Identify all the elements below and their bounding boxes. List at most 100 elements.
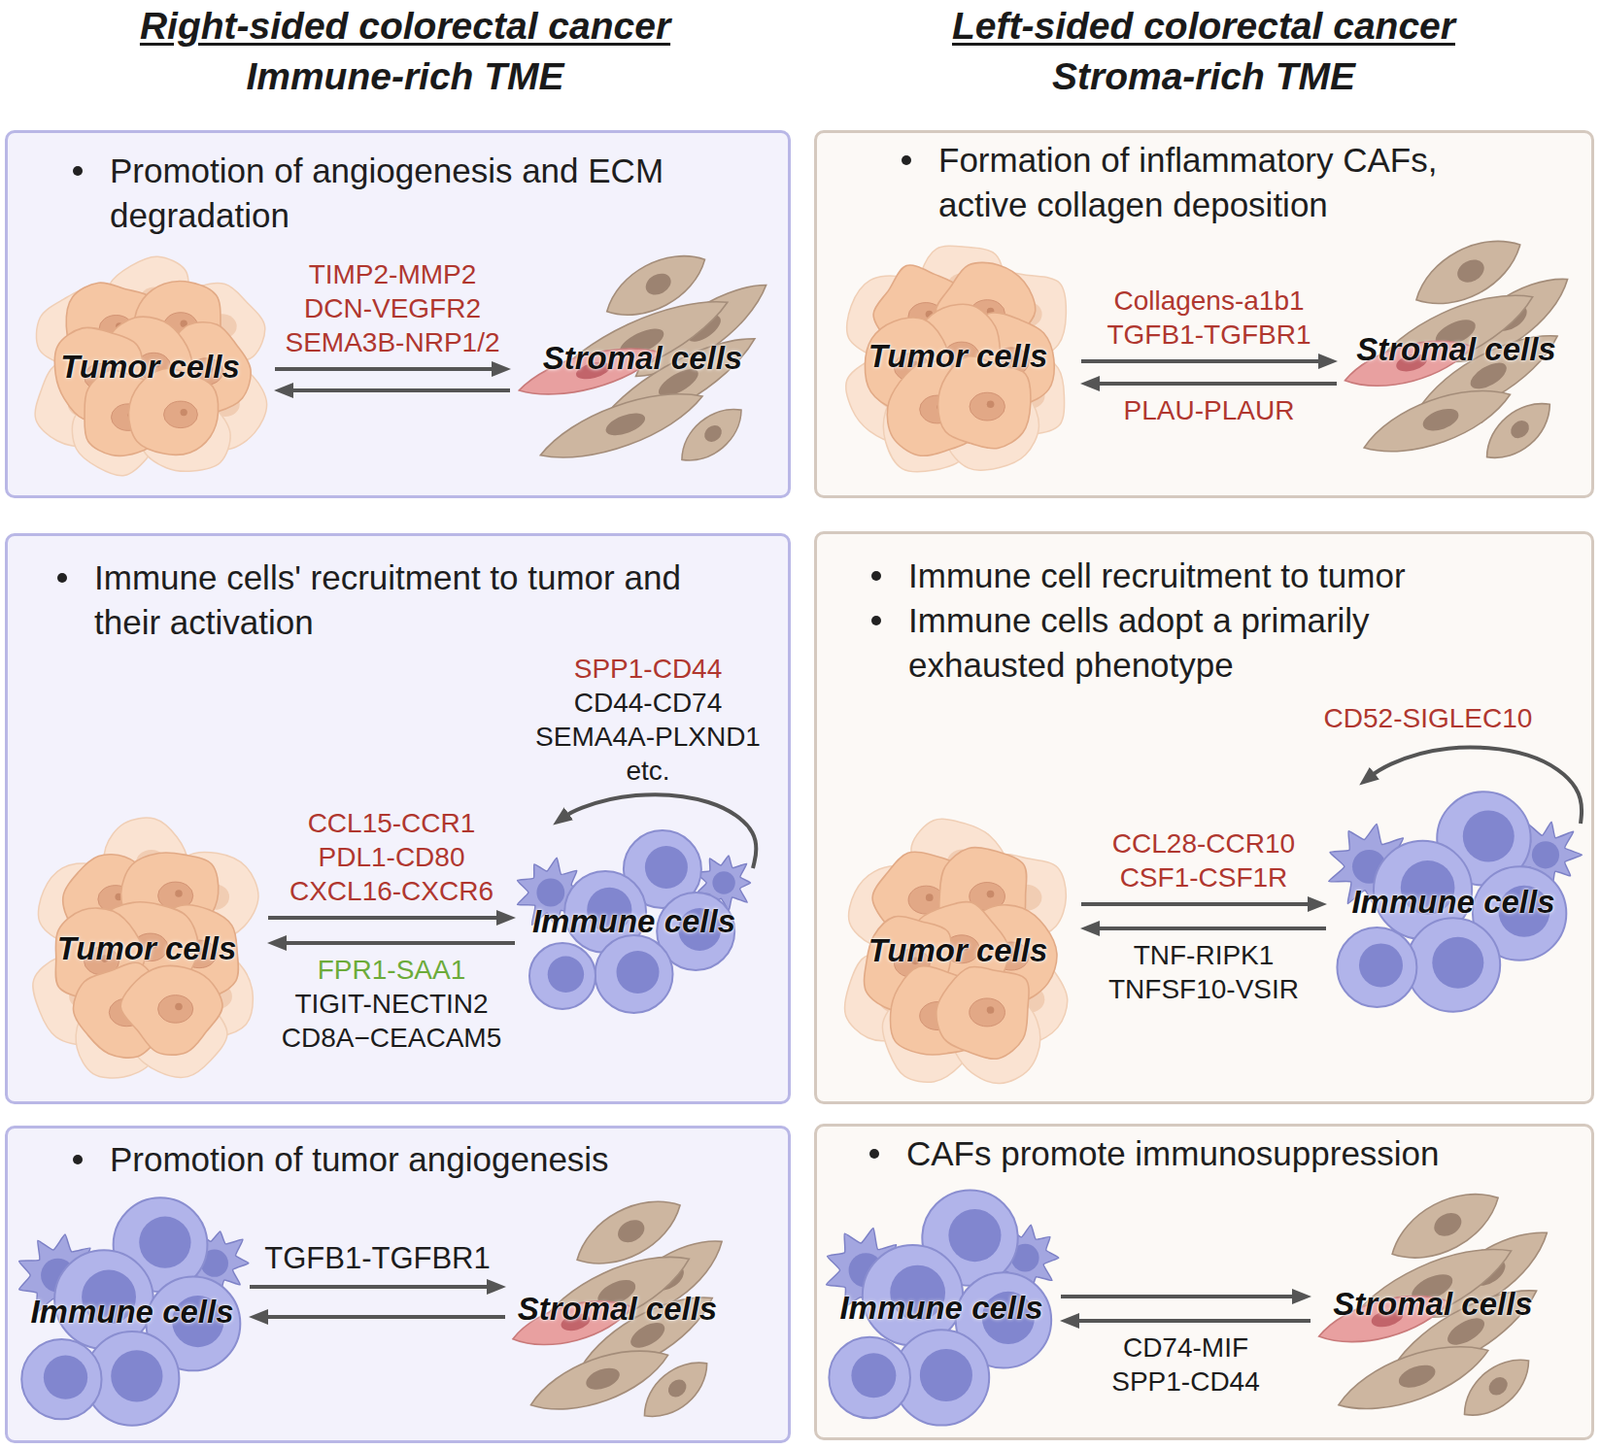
stromal-nucleus [1420,404,1463,436]
cell-art [1328,791,1583,1013]
panel-ground [6,535,790,1104]
bullet-dot [72,166,83,176]
label-line: etc. [535,753,761,788]
stromal-cell [1475,390,1563,472]
cell-art [1340,224,1581,472]
immune-nucleus [645,846,688,889]
immune-nucleus [138,1217,191,1269]
interaction-label: CCL28-CCR10 CSF1-CSF1R [1112,826,1295,895]
heading-group: Promotion of angiogenesis and ECM degrad… [109,148,732,239]
label-line: SEMA3B-NRP1/2 [285,325,501,360]
heading-text: Immune cells' recruitment to tumor and t… [94,555,716,646]
cluster-label: Immune cells [30,1293,234,1331]
immune-nucleus [616,951,660,994]
cluster-label: Stromal cells [1332,1286,1532,1324]
column-header: Stroma-rich TME [1052,55,1356,99]
stromal-nucleus [642,269,676,300]
heading-text: Formation of inflammatory CAFs, active c… [938,137,1483,228]
cell-art [508,1185,735,1430]
heading-text: Promotion of tumor angiogenesis [109,1137,732,1183]
stromal-body [1452,1346,1540,1429]
interaction-label: TNF-RIPK1 TNFSF10-VSIR [1108,938,1299,1007]
column-header: Immune-rich TME [245,55,564,99]
interaction-label: TGFB1-TGFBR1 [264,1240,491,1278]
label-line: SEMA4A-PLXND1 [535,719,761,754]
tumor-nucleolus [174,1003,183,1012]
heading-group: CAFs promote immunosuppression [906,1131,1529,1177]
cell-art [514,239,779,475]
cell-art [844,818,1067,1084]
cell-art [1314,1177,1561,1430]
immune-nucleus [110,1350,163,1402]
label-line: TNFSF10-VSIR [1108,972,1299,1007]
arrow-connector [1367,748,1582,824]
tumor-nucleus [969,998,1006,1027]
immune-nucleus [1431,937,1484,989]
stromal-nucleus [1507,416,1533,443]
bullet-dot [871,615,882,626]
arrow-connector [1070,1319,1311,1324]
cluster-label: Tumor cells [60,348,240,386]
cell-cluster: Stromal cells [505,1190,730,1429]
tumor-nucleolus [180,408,188,416]
cell-cluster: Immune cells [821,1183,1061,1433]
stromal-nucleus [582,1363,622,1395]
label-line: TGFB1-TGFBR1 [1106,317,1311,352]
arrow-connector [1060,1294,1301,1299]
cell-art [516,830,750,1014]
cluster-label: Tumor cells [868,932,1049,970]
panel-ground [816,533,1594,1104]
cell-cluster: Tumor cells [834,234,1082,479]
stromal-cell [1452,1346,1540,1429]
arrow-connector [1081,359,1328,364]
stromal-cell [633,1350,719,1430]
cluster-label: Stromal cells [517,1291,717,1328]
tumor-nucleus [969,392,1005,421]
label-line: CCL15-CCR1 [289,806,494,841]
cluster-label: Stromal cells [543,340,743,377]
tumor-cell [120,965,223,1056]
stromal-body [1475,390,1563,472]
interaction-label: TIMP2-MMP2 DCN-VEGFR2 SEMA3B-NRP1/2 [285,257,501,360]
arrow-connector [1081,902,1317,907]
column-header: Left-sided colorectal cancer [952,4,1456,48]
cell-cluster: Stromal cells [1310,1182,1556,1428]
cell-cluster: Tumor cells [25,249,275,484]
bullet-dot [871,571,882,581]
bullet-dot [901,155,912,166]
cell-cluster: Immune cells [514,824,753,1020]
label-line: CD8A−CEACAM5 [281,1021,502,1056]
immune-cell [21,1339,102,1420]
cell-cluster: Stromal cells [510,244,776,472]
label-line: CD52-SIGLEC10 [1324,701,1533,736]
stromal-body [671,397,753,474]
bullet-dot [869,1149,880,1159]
cell-art [846,245,1067,473]
tumor-nucleus [164,401,199,428]
cell-cluster: Immune cells [1326,784,1581,1020]
cluster-label: Tumor cells [868,338,1049,375]
heading-text: CAFs promote immunosuppression [906,1131,1529,1177]
interaction-label: SPP1-CD44 CD44-CD74 SEMA4A-PLXND1 etc. [535,651,761,788]
cluster-label: Stromal cells [1356,331,1556,369]
stromal-nucleus [664,1376,690,1401]
immune-cell [1336,927,1417,1008]
cluster-label: Immune cells [839,1290,1043,1328]
panel-ground [816,132,1594,498]
cell-cluster: Tumor cells [834,810,1082,1091]
immune-cell [595,935,674,1014]
arrow-connector [259,1315,506,1320]
label-line: Collagens-a1b1 [1106,283,1311,318]
cell-art [19,1197,249,1426]
label-line: TIMP2-MMP2 [285,257,501,292]
stromal-nucleus [701,421,726,445]
immune-nucleus [712,871,735,894]
tumor-nucleus [158,995,194,1024]
stromal-nucleus [1453,255,1489,287]
cell-cluster: Stromal cells [1336,229,1576,470]
arrow-connector [561,794,756,869]
arrow-connector [284,388,511,393]
label-line: PDL1-CD80 [289,840,494,875]
label-line: CD44-CD74 [535,685,761,720]
